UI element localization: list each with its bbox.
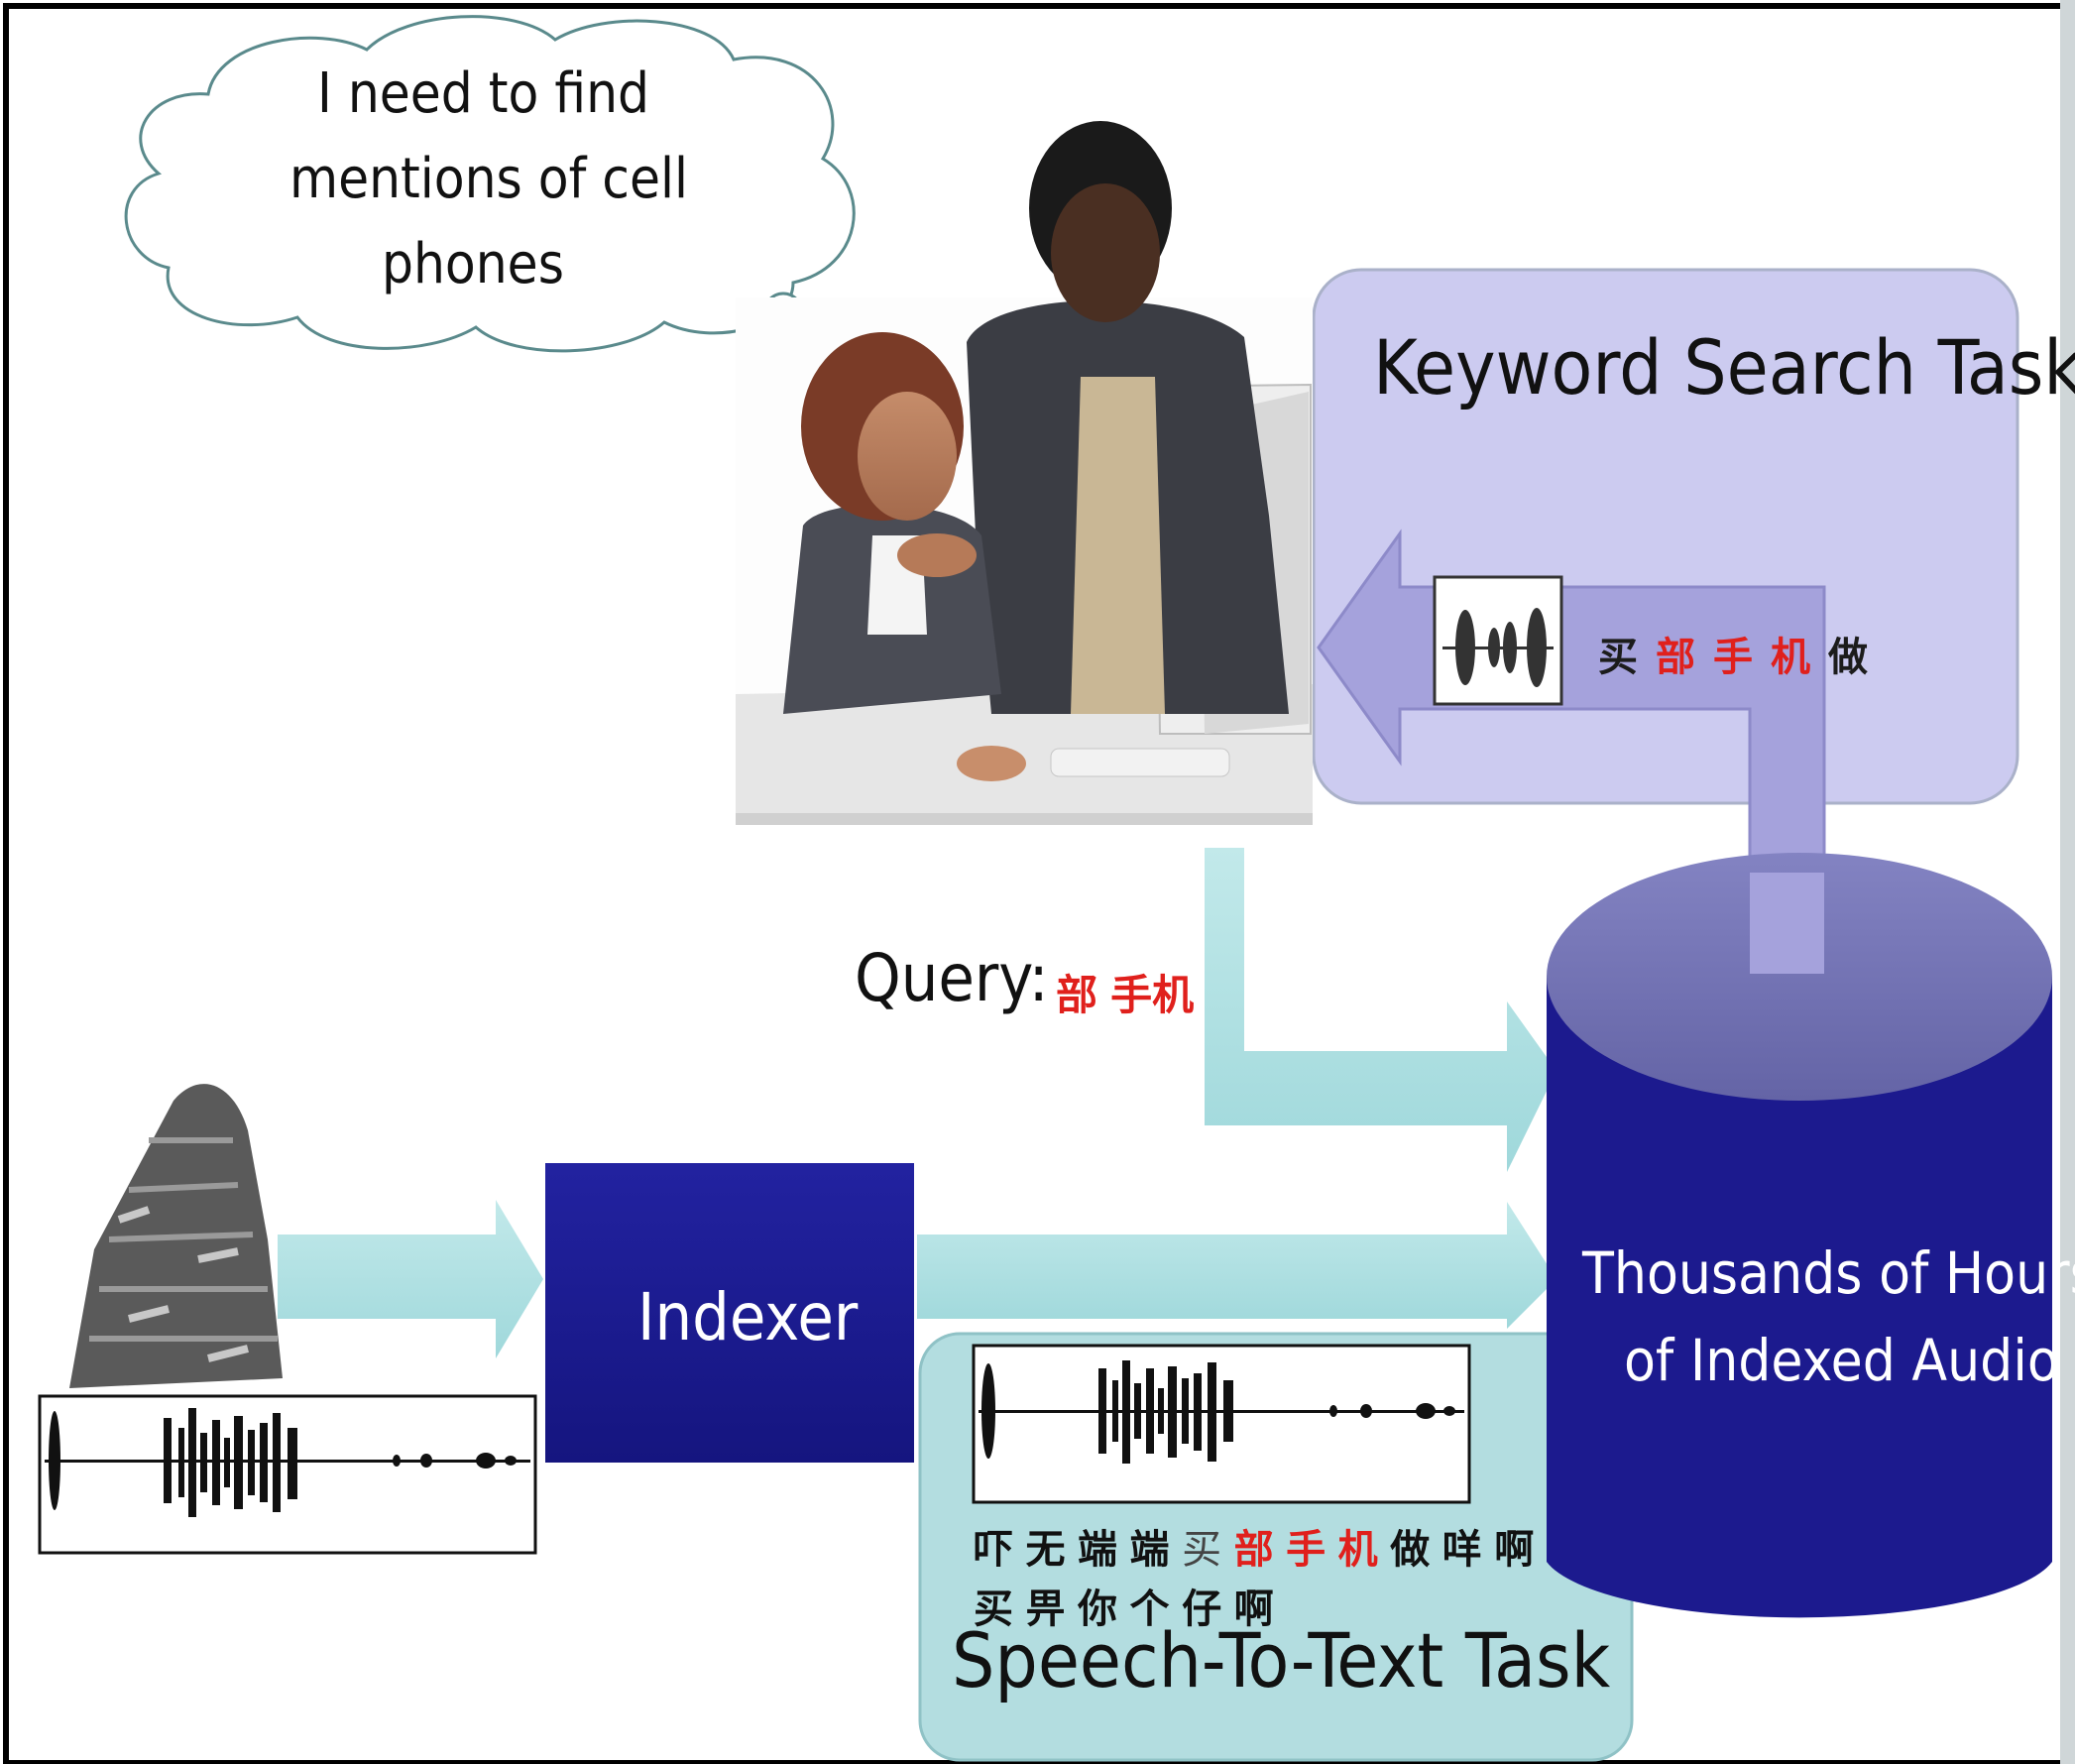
- keyword-result-char: 部: [1656, 635, 1695, 680]
- speech-to-text-title: Speech-To-Text Task: [952, 1616, 1611, 1705]
- query-arrow: [1205, 848, 1556, 1172]
- indexer-box: [545, 1163, 914, 1463]
- stt-line1-suffix: 做 咩 啊: [1390, 1527, 1535, 1573]
- people-photo: [736, 121, 1313, 825]
- stt-waveform-box: [972, 1344, 1471, 1504]
- keyword-result-char: 手: [1713, 635, 1753, 680]
- indexer-output-arrow: [917, 1202, 1556, 1329]
- input-waveform-icon: [45, 1408, 530, 1517]
- hard-drive-pile-icon: [69, 1084, 283, 1388]
- keyword-result-char: 做: [1828, 635, 1868, 680]
- keyword-result-char: 机: [1771, 635, 1810, 680]
- query-text: 部 手机: [1056, 971, 1195, 1019]
- stt-waveform-icon: [979, 1360, 1464, 1464]
- keyword-arrow-stem: [1750, 873, 1824, 974]
- indexer-label: Indexer: [637, 1279, 859, 1355]
- thought-line-2: mentions of cell: [289, 147, 689, 211]
- stt-line1-highlight: 部 手 机: [1233, 1527, 1378, 1573]
- stt-transcript-line-1: 吓 无 端 端 买 部 手 机 做 咩 啊: [974, 1517, 1534, 1575]
- stt-line1-mid: 买: [1182, 1527, 1222, 1573]
- right-edge-strip: [2060, 0, 2075, 1764]
- audio-database-cylinder: [1547, 853, 2052, 1618]
- query-label: Query:: [855, 940, 1049, 1016]
- keyword-waveform-icon: [1442, 608, 1554, 687]
- keyword-result-chars: 买部手机做: [1598, 625, 1886, 682]
- stt-line1-prefix: 吓 无 端 端: [974, 1527, 1170, 1573]
- database-line-1: Thousands of Hours: [1582, 1239, 2075, 1307]
- database-line-2: of Indexed Audio: [1624, 1327, 2059, 1394]
- keyword-result-char: 买: [1598, 635, 1638, 680]
- input-arrow: [278, 1200, 543, 1358]
- keyword-search-title: Keyword Search Task: [1373, 323, 2075, 412]
- thought-line-3: phones: [382, 232, 564, 296]
- thought-line-1: I need to find: [317, 61, 650, 126]
- stt-transcript-line-2: 买 畀 你 个 仔 啊: [974, 1587, 1274, 1632]
